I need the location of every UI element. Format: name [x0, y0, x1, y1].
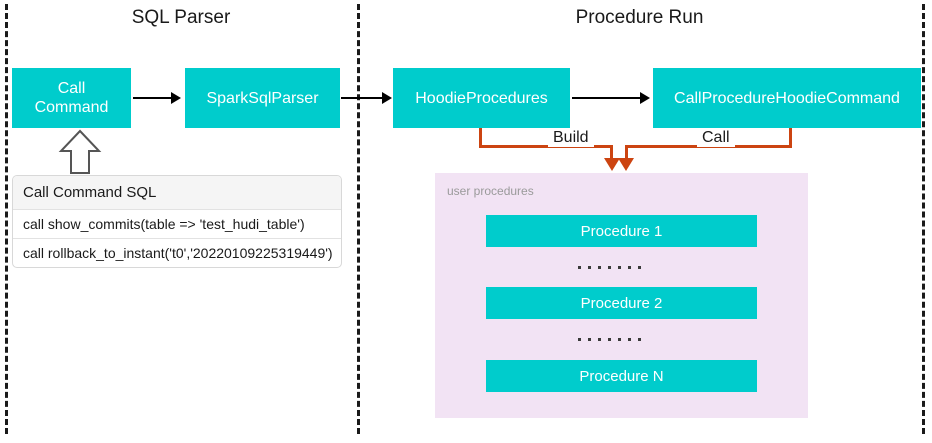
call-arrow-head-icon [618, 158, 634, 171]
section-title-procedure-run: Procedure Run [575, 7, 704, 28]
edge-label-build: Build [548, 129, 594, 147]
sql-table-row-1[interactable]: call show_commits(table => 'test_hudi_ta… [13, 209, 341, 238]
build-connector-horizontal [479, 145, 613, 148]
section-title-sql-parser: SQL Parser [131, 7, 231, 28]
procedure-bar-2[interactable]: Procedure 2 [486, 287, 757, 319]
arrow-head-icon-2 [382, 92, 392, 104]
node-spark-sql-parser[interactable]: SparkSqlParser [185, 68, 340, 128]
arrow-call-command-to-spark [133, 97, 171, 99]
call-connector-vertical-left [625, 145, 628, 161]
node-call-command[interactable]: Call Command [12, 68, 131, 128]
call-command-sql-box: Call Command SQL call show_commits(table… [12, 175, 342, 268]
build-connector-vertical-right [610, 145, 613, 161]
user-procedures-label: user procedures [447, 184, 534, 198]
node-hoodie-procedures[interactable]: HoodieProcedures [393, 68, 570, 128]
ellipsis-dots-2 [578, 338, 641, 341]
divider-left [5, 4, 8, 434]
divider-right [922, 4, 925, 434]
call-connector-vertical-right [789, 128, 792, 147]
arrow-head-icon-3 [640, 92, 650, 104]
procedure-bar-1[interactable]: Procedure 1 [486, 215, 757, 247]
edge-label-call: Call [697, 129, 735, 147]
build-connector-vertical-left [479, 128, 482, 147]
node-call-procedure-hoodie-command[interactable]: CallProcedureHoodieCommand [653, 68, 921, 128]
divider-middle [357, 4, 360, 434]
arrow-head-icon-1 [171, 92, 181, 104]
procedure-bar-n[interactable]: Procedure N [486, 360, 757, 392]
build-arrow-head-icon [604, 158, 620, 171]
hollow-up-arrow-icon [58, 129, 102, 180]
arrow-spark-to-hoodie [341, 97, 382, 99]
sql-table-header: Call Command SQL [13, 176, 341, 209]
arrow-hoodie-to-callprocedure [572, 97, 640, 99]
ellipsis-dots-1 [578, 266, 641, 269]
sql-table-row-2[interactable]: call rollback_to_instant('t0','202201092… [13, 238, 341, 267]
